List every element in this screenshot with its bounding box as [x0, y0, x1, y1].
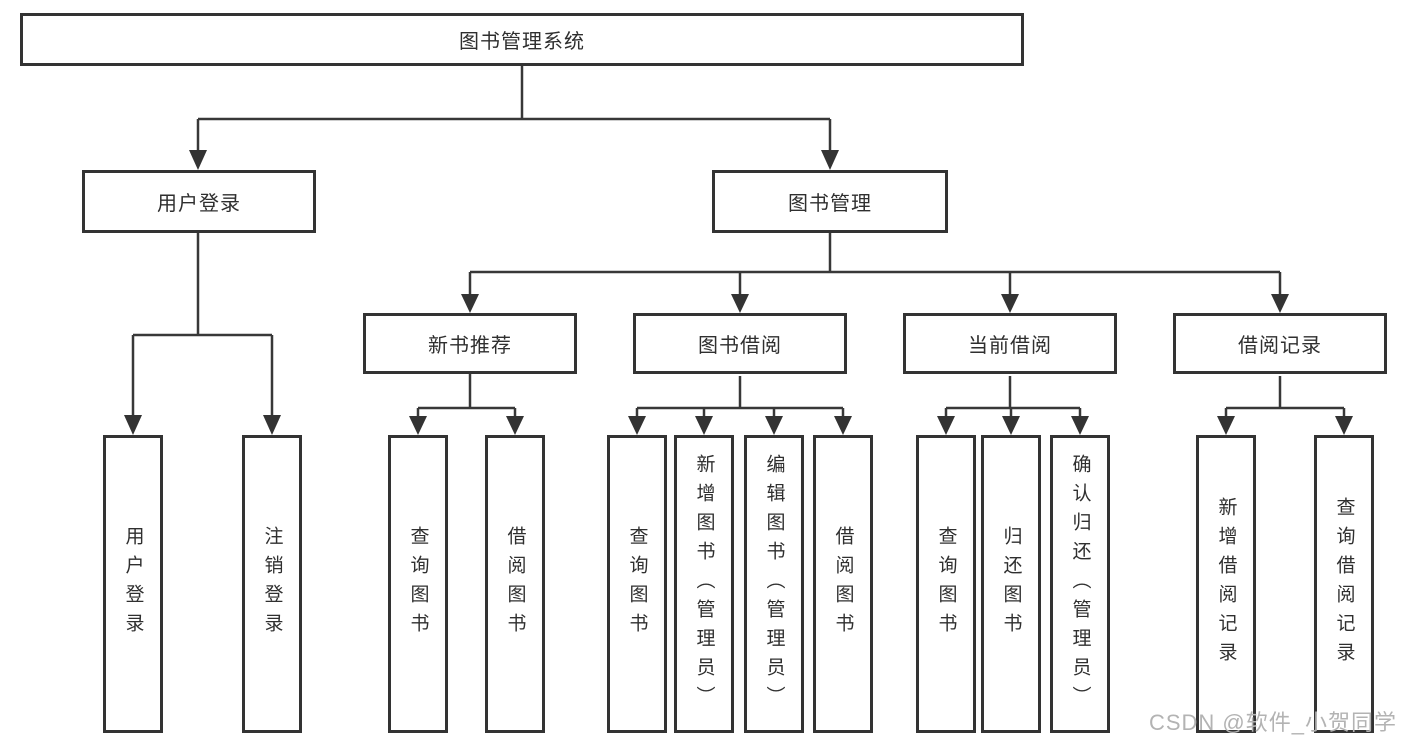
- leaf-edit-books-admin: 编辑图书（管理员）: [744, 435, 804, 733]
- leaf-add-books-admin-label: 新增图书（管理员）: [693, 453, 715, 715]
- node-borrow-records: 借阅记录: [1173, 313, 1387, 374]
- csdn-watermark: CSDN @软件_小贺同学: [1148, 710, 1397, 735]
- node-book-borrow: 图书借阅: [633, 313, 847, 374]
- leaf-add-books-admin: 新增图书（管理员）: [674, 435, 734, 733]
- node-book-management: 图书管理: [712, 170, 948, 233]
- leaf-query-borrow-record: 查询借阅记录: [1314, 435, 1374, 733]
- node-new-book-recommend-label: 新书推荐: [428, 335, 512, 357]
- leaf-query-books-3: 查询图书: [916, 435, 976, 733]
- leaf-borrow-books-1: 借阅图书: [485, 435, 545, 733]
- node-current-borrow-label: 当前借阅: [968, 335, 1052, 357]
- node-book-borrow-label: 图书借阅: [698, 335, 782, 357]
- leaf-borrow-books-2-label: 借阅图书: [832, 526, 854, 642]
- leaf-return-books: 归还图书: [981, 435, 1041, 733]
- leaf-edit-books-admin-label: 编辑图书（管理员）: [763, 453, 785, 715]
- leaf-return-books-label: 归还图书: [1000, 526, 1022, 642]
- leaf-user-login: 用户登录: [103, 435, 163, 733]
- leaf-logout-label: 注销登录: [261, 526, 283, 642]
- leaf-query-books-2-label: 查询图书: [626, 526, 648, 642]
- leaf-query-books-1: 查询图书: [388, 435, 448, 733]
- leaf-user-login-label: 用户登录: [122, 526, 144, 642]
- leaf-confirm-return-admin-label: 确认归还（管理员）: [1069, 453, 1091, 715]
- leaf-add-borrow-record-label: 新增借阅记录: [1215, 497, 1237, 671]
- node-current-borrow: 当前借阅: [903, 313, 1117, 374]
- node-new-book-recommend: 新书推荐: [363, 313, 577, 374]
- leaf-add-borrow-record: 新增借阅记录: [1196, 435, 1256, 733]
- leaf-confirm-return-admin: 确认归还（管理员）: [1050, 435, 1110, 733]
- leaf-logout: 注销登录: [242, 435, 302, 733]
- leaf-query-books-3-label: 查询图书: [935, 526, 957, 642]
- leaf-borrow-books-2: 借阅图书: [813, 435, 873, 733]
- leaf-query-books-1-label: 查询图书: [407, 526, 429, 642]
- node-borrow-records-label: 借阅记录: [1238, 335, 1322, 357]
- node-root-label: 图书管理系统: [459, 31, 585, 53]
- leaf-query-borrow-record-label: 查询借阅记录: [1333, 497, 1355, 671]
- node-user-login-label: 用户登录: [157, 193, 241, 215]
- leaf-query-books-2: 查询图书: [607, 435, 667, 733]
- node-user-login: 用户登录: [82, 170, 316, 233]
- leaf-borrow-books-1-label: 借阅图书: [504, 526, 526, 642]
- node-root: 图书管理系统: [20, 13, 1024, 66]
- node-book-management-label: 图书管理: [788, 193, 872, 215]
